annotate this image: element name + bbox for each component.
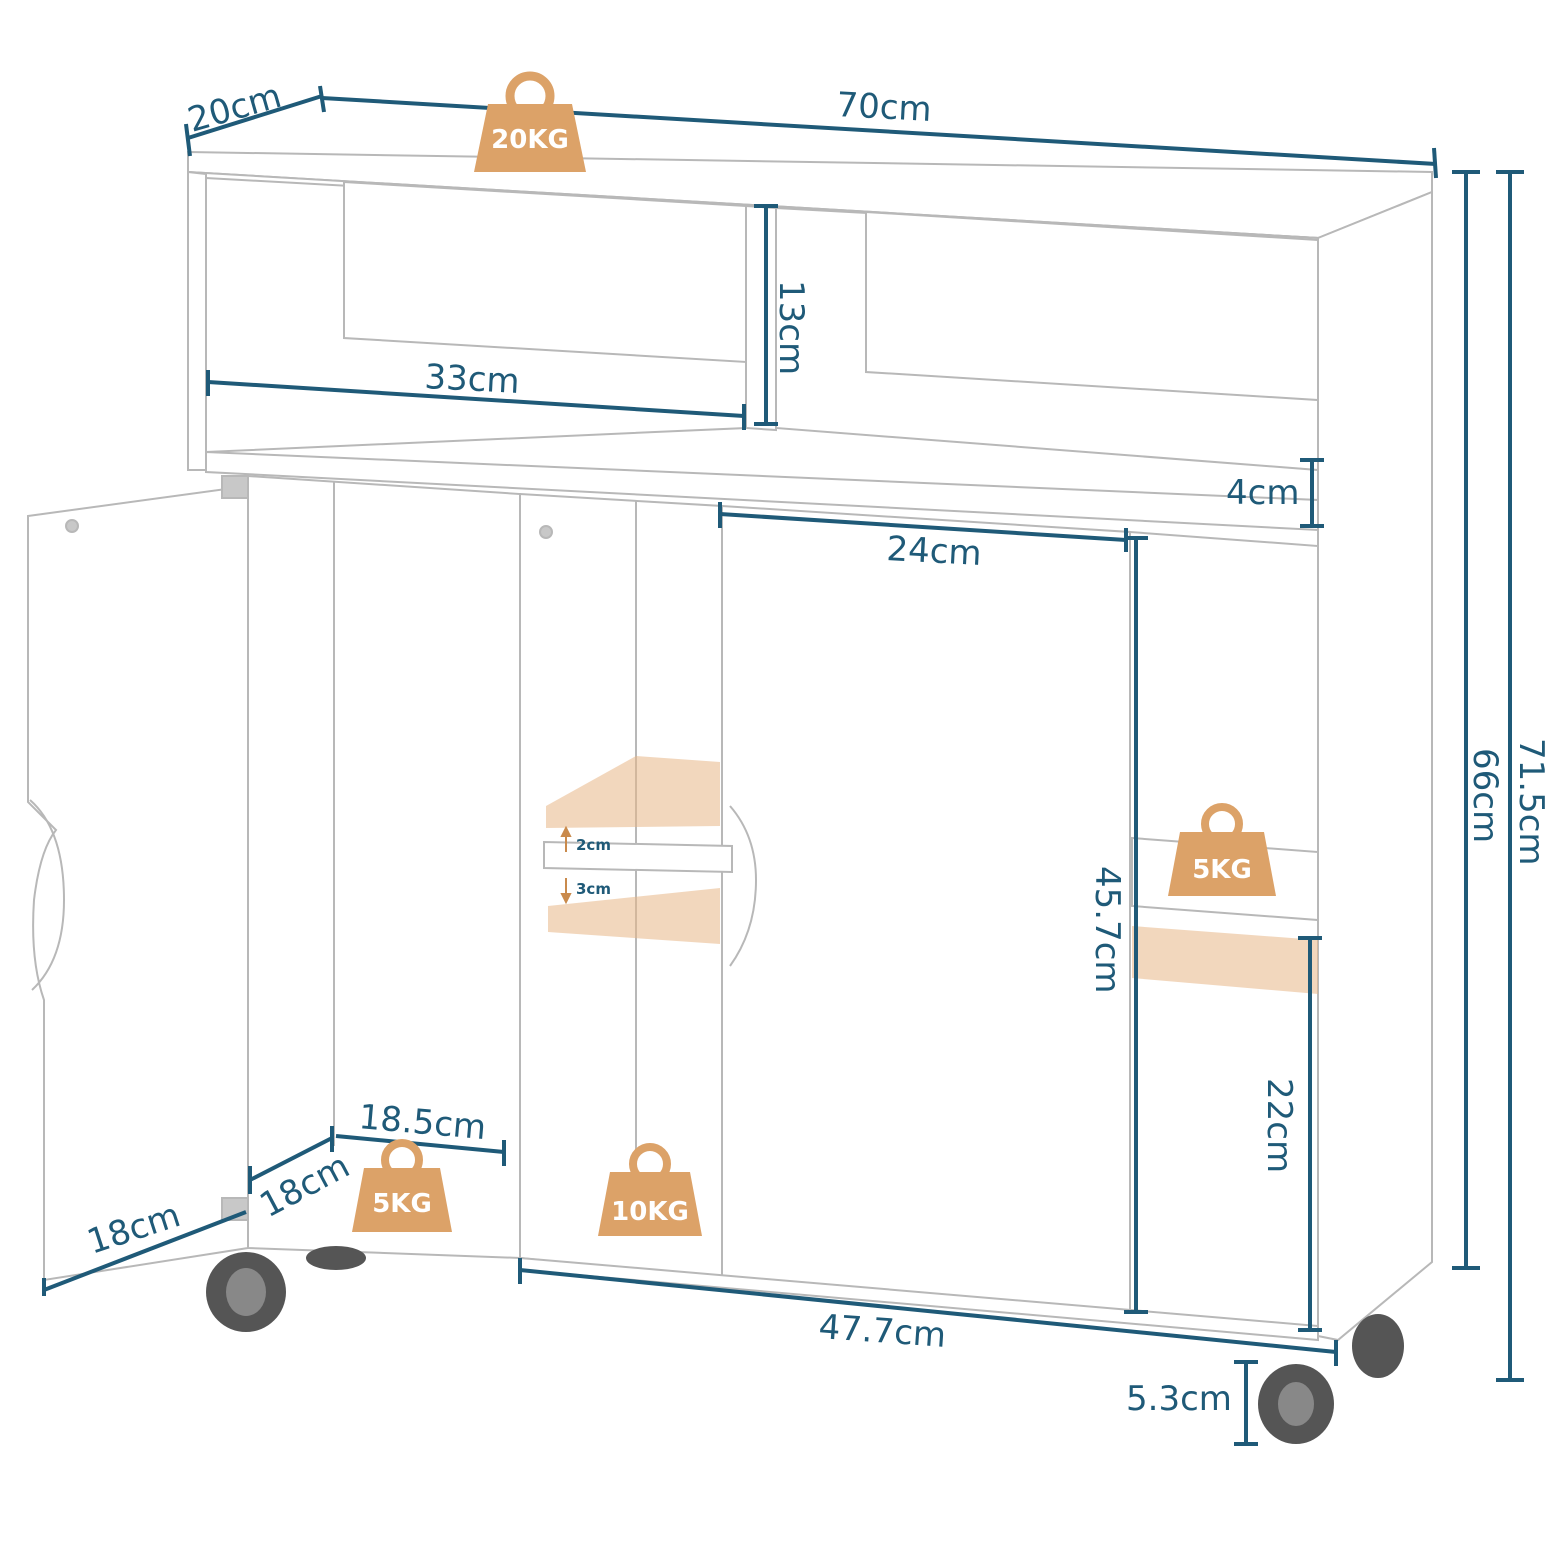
kettlebell-weight-icon [1168, 803, 1276, 896]
middle-rail [205, 450, 1319, 532]
label-caster-height: 5.3cm [1126, 1379, 1232, 1419]
label-compartment-width: 33cm [424, 357, 521, 402]
left-door-handle-cutout [29, 799, 66, 991]
caster-wheel-icon [206, 1252, 286, 1332]
kettlebell-weight-icon [352, 1139, 452, 1232]
left-swing-door [27, 484, 249, 1282]
kettlebell-weight-icon [474, 71, 586, 172]
label-top-depth: 20cm [183, 76, 285, 141]
dim-bottom-width [519, 1268, 1337, 1354]
label-bottom-width: 47.7cm [817, 1307, 947, 1356]
upper-compartment-left-opening [343, 180, 747, 364]
label-top-width: 70cm [836, 85, 933, 130]
label-shelf-step-down: 3cm [576, 880, 611, 898]
sliding-door [721, 504, 1131, 1318]
label-shelf-step-up: 2cm [576, 836, 611, 854]
casters [206, 1246, 1404, 1444]
middle-screw [539, 525, 553, 539]
shelf-highlight-lower [548, 888, 720, 944]
double-arrow-icon [560, 825, 572, 905]
weight-badge-right-shelf: 5KG [1168, 803, 1276, 896]
shelf-highlight-upper [546, 756, 720, 828]
weight-label-right-shelf: 5KG [1192, 855, 1252, 885]
right-side-panel [1317, 190, 1433, 1342]
label-body-height: 66cm [1465, 748, 1505, 843]
dim-top-depth [187, 94, 323, 140]
label-total-height: 71.5cm [1511, 738, 1551, 866]
label-compartment-height: 13cm [771, 280, 811, 375]
weight-label-middle-bay: 10KG [611, 1197, 689, 1227]
door-screw [65, 519, 79, 533]
dim-slide-door-width [719, 512, 1127, 542]
dim-left-bay-width [335, 1134, 505, 1154]
caster-wheel-icon [306, 1246, 366, 1270]
caster-wheel-icon [1352, 1314, 1404, 1378]
middle-bay-handle [729, 805, 758, 967]
upper-compartment-right-opening [865, 210, 1319, 402]
label-inner-height: 45.7cm [1087, 866, 1127, 994]
label-lower-shelf-height: 22cm [1259, 1078, 1299, 1173]
shelf-highlight-right [1132, 926, 1318, 994]
weight-label-top: 20KG [491, 125, 569, 155]
dim-door-depth [43, 1210, 247, 1292]
hinge-top [221, 475, 249, 499]
weight-badge-middle-bay: 10KG [598, 1143, 702, 1236]
label-rail-height: 4cm [1226, 473, 1299, 513]
weight-badge-top: 20KG [474, 71, 586, 172]
left-post [187, 170, 207, 471]
lower-middle-bay [519, 492, 723, 1280]
kettlebell-weight-icon [598, 1143, 702, 1236]
label-slide-door-width: 24cm [886, 529, 983, 574]
dim-side-depth [249, 1136, 333, 1182]
caster-wheel-icon [1258, 1364, 1334, 1444]
middle-shelf [543, 840, 733, 874]
weight-label-left-bay: 5KG [372, 1189, 432, 1219]
dim-compartment-width [207, 380, 745, 418]
weight-badge-left-bay: 5KG [352, 1139, 452, 1232]
cabinet-body [27, 150, 1433, 1342]
dimension-lines [42, 85, 1524, 1446]
dimension-labels: 20cm 70cm 33cm 13cm 4cm 24cm 71.5cm 66cm… [82, 76, 1551, 1419]
